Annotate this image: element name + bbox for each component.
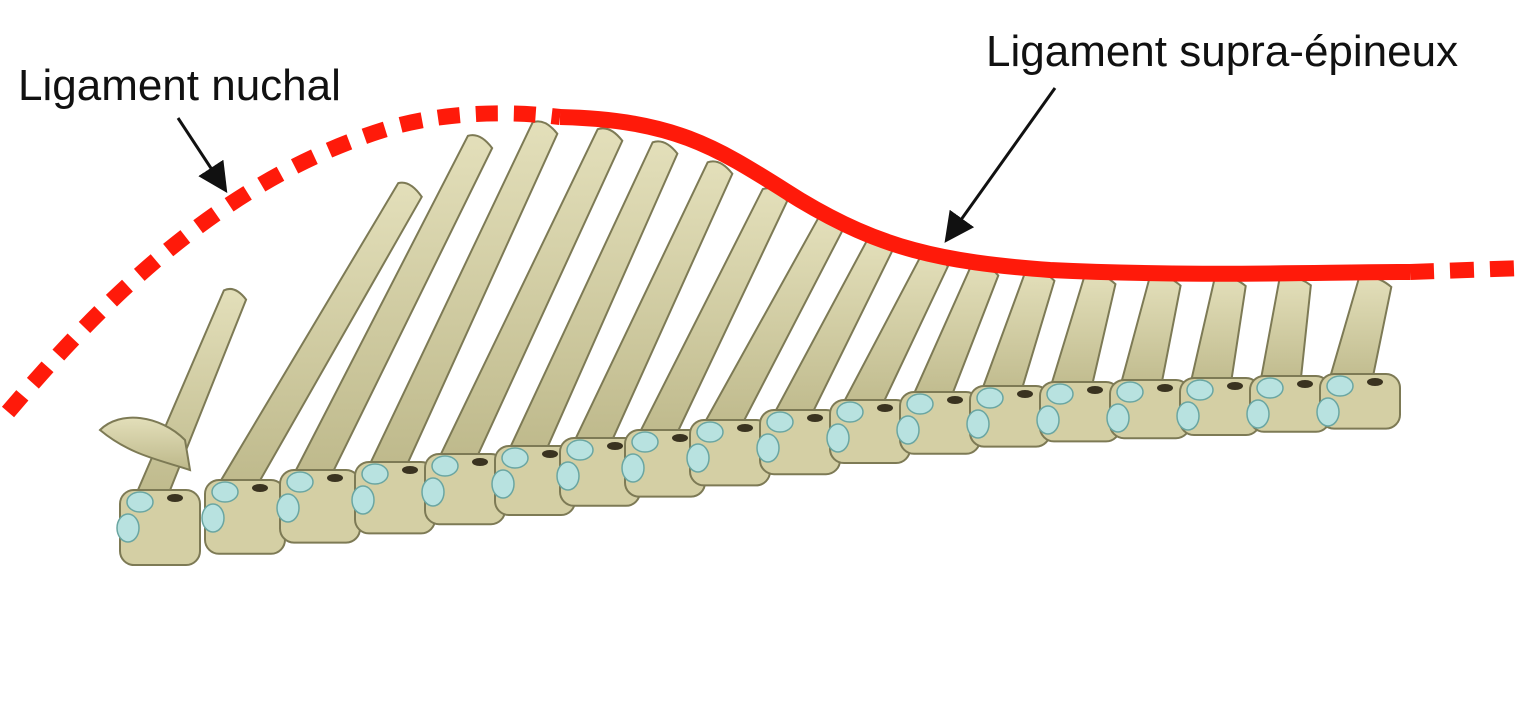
supraspinous-ligament-line bbox=[559, 109, 1411, 282]
rib-facet bbox=[201, 503, 225, 533]
rib-facet bbox=[276, 493, 300, 523]
rib-facet bbox=[826, 423, 850, 453]
articular-facet bbox=[766, 411, 794, 433]
nuchal-ligament-label: Ligament nuchal bbox=[18, 61, 341, 110]
intervertebral-foramen bbox=[1017, 390, 1033, 398]
spinous-process bbox=[1049, 273, 1117, 399]
intervertebral-foramen bbox=[877, 404, 893, 412]
intervertebral-foramen bbox=[807, 414, 823, 422]
spinous-process bbox=[508, 140, 679, 465]
articular-facet bbox=[1326, 375, 1354, 397]
intervertebral-foramen bbox=[252, 484, 268, 492]
intervertebral-foramen bbox=[1297, 380, 1313, 388]
articular-facet bbox=[566, 439, 594, 461]
articular-facet bbox=[1116, 381, 1144, 403]
vertebral-bodies bbox=[116, 373, 1401, 566]
spinous-process bbox=[1119, 275, 1182, 396]
intervertebral-foramen bbox=[1227, 382, 1243, 390]
spinous-process bbox=[573, 160, 734, 457]
spinous-processes bbox=[98, 120, 1393, 508]
rib-facet bbox=[556, 461, 580, 491]
intervertebral-foramen bbox=[607, 442, 623, 450]
articular-facet bbox=[836, 401, 864, 423]
intervertebral-foramen bbox=[947, 396, 963, 404]
intervertebral-foramen bbox=[542, 450, 558, 458]
articular-facet bbox=[1186, 379, 1214, 401]
intervertebral-foramen bbox=[402, 466, 418, 474]
rib-facet bbox=[491, 469, 515, 499]
intervertebral-foramen bbox=[167, 494, 183, 502]
rib-facet bbox=[756, 433, 780, 463]
rib-facet bbox=[1316, 397, 1340, 427]
articular-facet bbox=[976, 387, 1004, 409]
articular-facet bbox=[361, 463, 389, 485]
spinous-process bbox=[1189, 276, 1247, 393]
rib-facet bbox=[1036, 405, 1060, 435]
nuchal-pointer-arrow bbox=[176, 117, 228, 194]
intervertebral-foramen bbox=[1157, 384, 1173, 392]
articular-facet bbox=[906, 393, 934, 415]
intervertebral-foramen bbox=[1367, 378, 1383, 386]
articular-facet bbox=[431, 455, 459, 477]
rib-facet bbox=[421, 477, 445, 507]
transverse-wing bbox=[98, 416, 192, 472]
articular-facet bbox=[1046, 383, 1074, 405]
supraspinous-ligament-tail bbox=[1409, 260, 1523, 280]
rib-facet bbox=[896, 415, 920, 445]
supraspinous-pointer-arrow bbox=[944, 87, 1057, 243]
rib-facet bbox=[686, 443, 710, 473]
rib-facet bbox=[966, 409, 990, 439]
nuchal-ligament-line bbox=[1, 105, 561, 418]
articular-facet bbox=[126, 491, 154, 513]
articular-facet bbox=[696, 421, 724, 443]
intervertebral-foramen bbox=[472, 458, 488, 466]
articular-facet bbox=[211, 481, 239, 503]
rib-facet bbox=[1176, 401, 1200, 431]
rib-facet bbox=[621, 453, 645, 483]
rib-facet bbox=[1246, 399, 1270, 429]
rib-facet bbox=[351, 485, 375, 515]
supraspinous-ligament-label: Ligament supra-épineux bbox=[986, 27, 1459, 76]
spinous-process bbox=[438, 127, 624, 473]
rib-facet bbox=[1106, 403, 1130, 433]
spinous-process bbox=[293, 134, 494, 489]
spinous-process bbox=[218, 181, 423, 500]
intervertebral-foramen bbox=[672, 434, 688, 442]
intervertebral-foramen bbox=[327, 474, 343, 482]
articular-facet bbox=[631, 431, 659, 453]
intervertebral-foramen bbox=[737, 424, 753, 432]
spinous-process bbox=[1259, 276, 1312, 391]
rib-facet bbox=[116, 513, 140, 543]
articular-facet bbox=[501, 447, 529, 469]
articular-facet bbox=[1256, 377, 1284, 399]
articular-facet bbox=[286, 471, 314, 493]
intervertebral-foramen bbox=[1087, 386, 1103, 394]
spinous-process bbox=[1328, 276, 1393, 391]
